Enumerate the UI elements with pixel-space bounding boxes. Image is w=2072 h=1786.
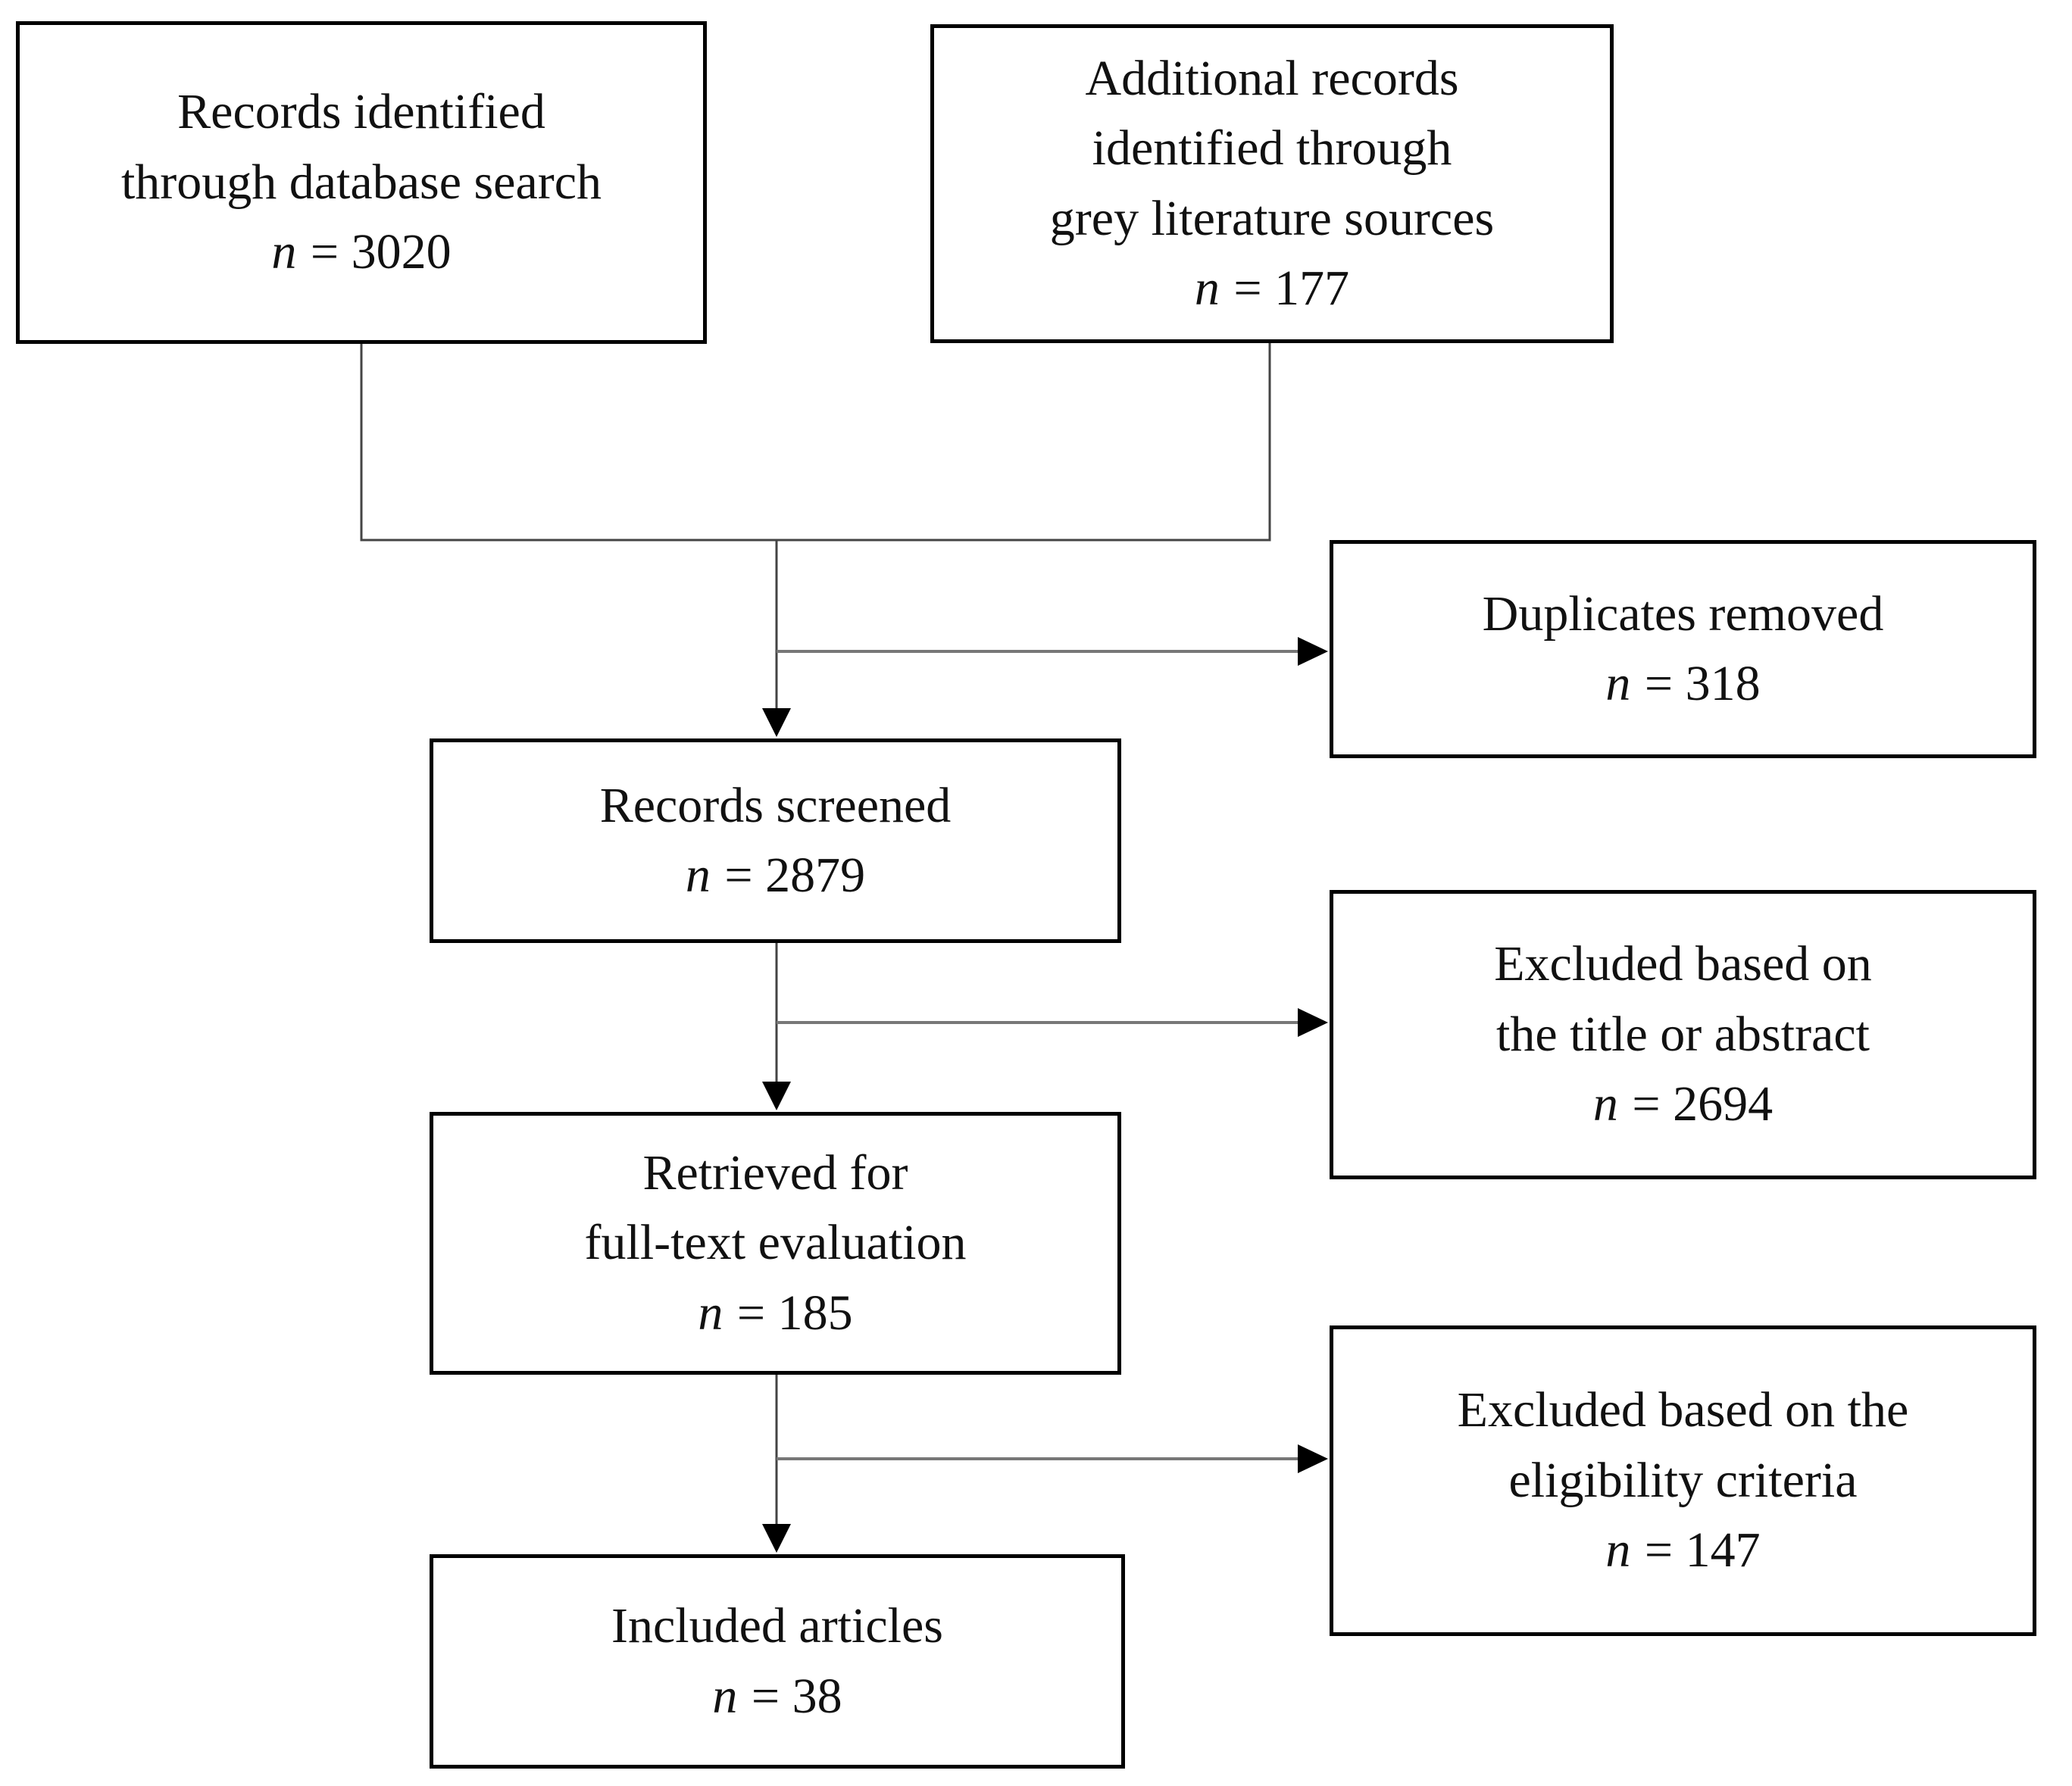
box-count: n= 185 — [698, 1279, 852, 1348]
n-variable: n — [1194, 260, 1220, 316]
box-label-line: Included articles — [611, 1598, 943, 1654]
connector-merge-line — [360, 343, 1271, 542]
n-variable: n — [271, 224, 297, 280]
n-variable: n — [685, 848, 711, 903]
n-value: = 318 — [1644, 656, 1761, 711]
box-label-line: Records screened — [599, 777, 952, 833]
box-records-screened: Records screened n= 2879 — [430, 738, 1121, 943]
n-value: = 147 — [1644, 1522, 1761, 1578]
box-label-line: Retrieved for — [642, 1144, 908, 1201]
arrowhead-down-screened — [762, 708, 791, 737]
n-value: = 38 — [751, 1668, 842, 1724]
box-count: n= 2879 — [686, 841, 865, 910]
arrowhead-right-duplicates — [1298, 637, 1328, 666]
box-duplicates-removed: Duplicates removed n= 318 — [1330, 540, 2036, 758]
n-value: = 2879 — [724, 848, 866, 903]
box-label-line: the title or abstract — [1496, 1006, 1870, 1062]
n-variable: n — [712, 1668, 738, 1724]
arrowhead-right-excluded-eligibility — [1298, 1444, 1328, 1473]
box-excluded-eligibility: Excluded based on the eligibility criter… — [1330, 1325, 2036, 1636]
box-count: n= 2694 — [1593, 1069, 1773, 1139]
box-label-line: Records identified — [177, 84, 545, 140]
box-excluded-title-abstract: Excluded based on the title or abstract … — [1330, 890, 2036, 1179]
box-label-line: Excluded based on — [1494, 936, 1872, 992]
box-label-line: eligibility criteria — [1508, 1452, 1858, 1508]
arrowhead-right-excluded-title — [1298, 1008, 1328, 1037]
n-variable: n — [1592, 1076, 1618, 1132]
arrowhead-down-included — [762, 1524, 791, 1553]
box-label-line: Duplicates removed — [1482, 585, 1884, 642]
box-count: n= 38 — [712, 1662, 842, 1731]
box-label-line: through database search — [120, 154, 602, 210]
box-label-line: Excluded based on the — [1457, 1382, 1909, 1438]
box-retrieved-fulltext: Retrieved for full-text evaluation n= 18… — [430, 1112, 1121, 1375]
box-label-line: identified through — [1092, 120, 1452, 176]
arrowhead-down-retrieved — [762, 1082, 791, 1110]
n-variable: n — [1605, 656, 1631, 711]
box-count: n= 318 — [1605, 649, 1760, 719]
box-label-line: Additional records — [1085, 50, 1459, 106]
n-variable: n — [698, 1285, 723, 1341]
box-label-line: grey literature sources — [1049, 190, 1495, 246]
box-count: n= 147 — [1605, 1516, 1760, 1585]
n-value: = 3020 — [310, 224, 452, 280]
n-value: = 2694 — [1632, 1076, 1774, 1132]
n-value: = 185 — [736, 1285, 853, 1341]
n-value: = 177 — [1233, 260, 1350, 316]
box-included-articles: Included articles n= 38 — [430, 1554, 1125, 1769]
box-count: n= 3020 — [271, 217, 451, 287]
n-variable: n — [1605, 1522, 1631, 1578]
box-count: n= 177 — [1195, 254, 1349, 323]
box-records-identified: Records identified through database sear… — [16, 21, 707, 344]
box-additional-records: Additional records identified through gr… — [930, 24, 1614, 343]
box-label-line: full-text evaluation — [584, 1215, 967, 1271]
